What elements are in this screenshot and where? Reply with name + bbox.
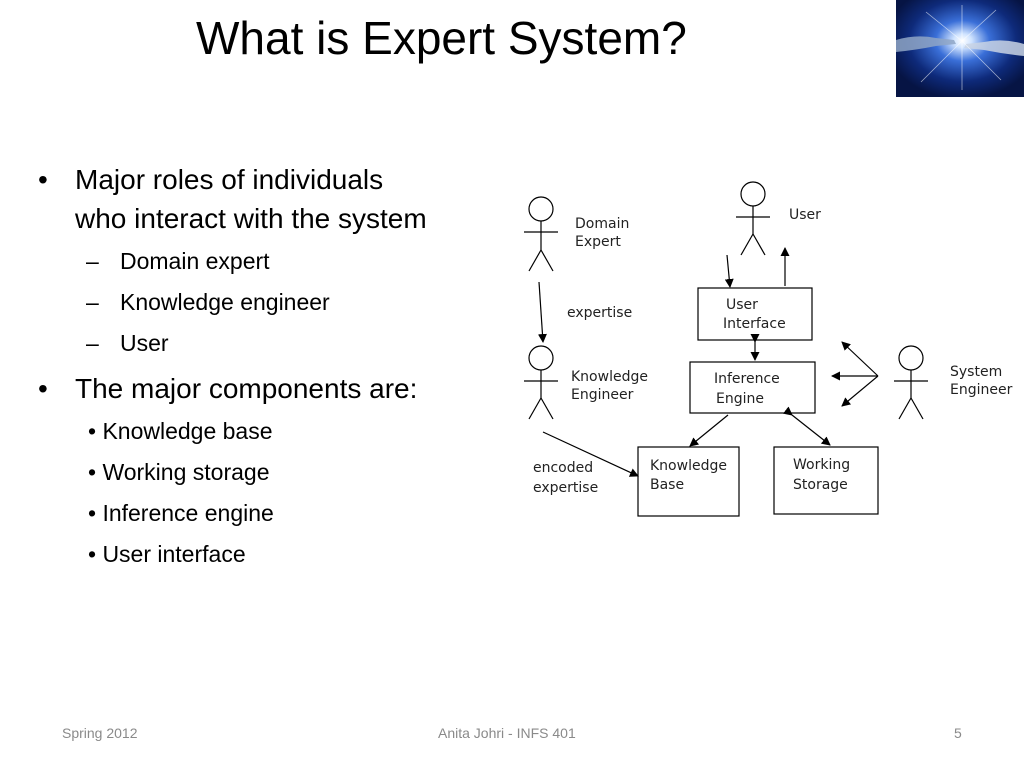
page-number: 5 xyxy=(954,725,962,741)
inference-to-kb-arrow xyxy=(689,414,729,447)
bullet-list: • Major roles of individuals who interac… xyxy=(30,160,500,580)
sub-bullet: • Knowledge base xyxy=(88,418,273,444)
domain-expert-figure-icon xyxy=(524,196,558,272)
inference-engine-box xyxy=(689,361,816,414)
user-input-arrow xyxy=(724,254,734,288)
working-storage-label: Storage xyxy=(793,477,848,493)
ai-hands-logo-icon xyxy=(896,0,1024,97)
user-interface-label: User xyxy=(726,297,758,313)
encoded-expertise-label: expertise xyxy=(533,480,598,496)
knowledge-base-label: Knowledge xyxy=(650,458,727,474)
sub-bullet-text: Domain expert xyxy=(120,248,270,274)
bullet-text: who interact with the system xyxy=(75,203,427,234)
dash-mark: – xyxy=(86,248,99,274)
system-engineer-arrow-down xyxy=(841,375,879,407)
sub-bullet: – User xyxy=(30,328,500,358)
slide-title: What is Expert System? xyxy=(196,12,687,64)
system-engineer-label: System xyxy=(950,364,1002,380)
system-engineer-label: Engineer xyxy=(950,382,1013,398)
bullet-components: • The major components are: xyxy=(30,369,500,408)
sub-bullet: – Knowledge engineer xyxy=(30,287,500,317)
user-interface-box xyxy=(697,287,813,341)
encoded-expertise-arrow xyxy=(542,431,639,477)
inference-engine-label: Inference xyxy=(714,371,780,387)
sub-bullet-text: Knowledge engineer xyxy=(120,289,330,315)
knowledge-base-label: Base xyxy=(650,477,684,493)
bullet-mark: • xyxy=(38,164,48,195)
knowledge-engineer-figure-icon xyxy=(524,345,558,420)
sub-bullet: – Domain expert xyxy=(30,246,500,276)
sub-bullet-text: User xyxy=(120,330,169,356)
sub-bullet: • User interface xyxy=(88,541,246,567)
dash-mark: – xyxy=(86,289,99,315)
expertise-label: expertise xyxy=(567,305,632,321)
user-figure-icon xyxy=(736,181,770,256)
sub-bullet: • Working storage xyxy=(88,459,270,485)
knowledge-engineer-label: Engineer xyxy=(571,387,634,403)
bullet-text: Major roles of individuals xyxy=(75,164,384,195)
inference-engine-label: Engine xyxy=(716,391,764,407)
user-label: User xyxy=(789,207,821,223)
footer-date: Spring 2012 xyxy=(62,725,138,741)
dash-mark: – xyxy=(86,330,99,356)
knowledge-base-box xyxy=(637,446,740,517)
domain-expert-label: Domain xyxy=(575,216,629,232)
working-storage-box xyxy=(773,446,879,515)
system-engineer-arrow-up xyxy=(841,341,879,377)
footer-author: Anita Johri - INFS 401 xyxy=(438,725,576,741)
bullet-text: The major components are: xyxy=(75,373,418,404)
encoded-expertise-label: encoded xyxy=(533,460,593,476)
domain-expert-label: Expert xyxy=(575,234,621,250)
inference-to-ws-arrow xyxy=(782,406,831,446)
system-engineer-figure-icon xyxy=(894,345,928,420)
bullet-mark: • xyxy=(38,373,48,404)
sub-bullet: • Inference engine xyxy=(88,500,274,526)
user-interface-label: Interface xyxy=(723,316,786,332)
working-storage-label: Working xyxy=(793,457,850,473)
expertise-arrow xyxy=(537,281,547,343)
knowledge-engineer-label: Knowledge xyxy=(571,369,648,385)
expert-system-diagram: Domain Expert User expertise User Interf… xyxy=(524,181,1013,517)
bullet-roles: • Major roles of individuals who interac… xyxy=(30,160,500,238)
